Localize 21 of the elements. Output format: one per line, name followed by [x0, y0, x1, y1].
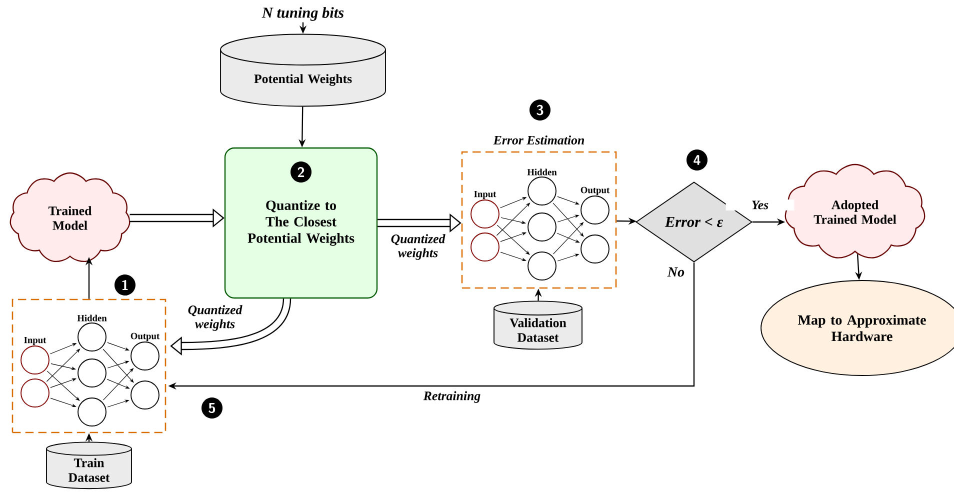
layer-label: Output: [130, 332, 160, 342]
callout-number: 4: [686, 150, 708, 170]
edge-label: Quantized weights: [384, 232, 452, 262]
input-text: N tuning bits: [262, 7, 344, 21]
callout-number: 5: [202, 398, 222, 418]
edge-label: Yes: [726, 200, 794, 210]
section-heading: Error Estimation: [493, 135, 584, 145]
callout-number: 1: [114, 274, 136, 296]
layer-label: Output: [580, 186, 610, 196]
database-cylinder: Train Dataset: [46, 442, 132, 490]
layer-label: Hidden: [77, 314, 107, 322]
callout-number: 2: [290, 162, 312, 182]
layer-label: Input: [474, 190, 496, 200]
layer-label: Hidden: [527, 168, 557, 176]
edge-label: Quantized weights: [180, 304, 250, 332]
callout-number: 3: [530, 100, 550, 120]
branch-label: No: [667, 267, 684, 277]
edge-label: Retraining: [418, 390, 486, 404]
database-cylinder: Potential Weights: [220, 34, 386, 107]
layer-label: Input: [24, 336, 46, 346]
database-cylinder: Validation Dataset: [494, 300, 582, 350]
